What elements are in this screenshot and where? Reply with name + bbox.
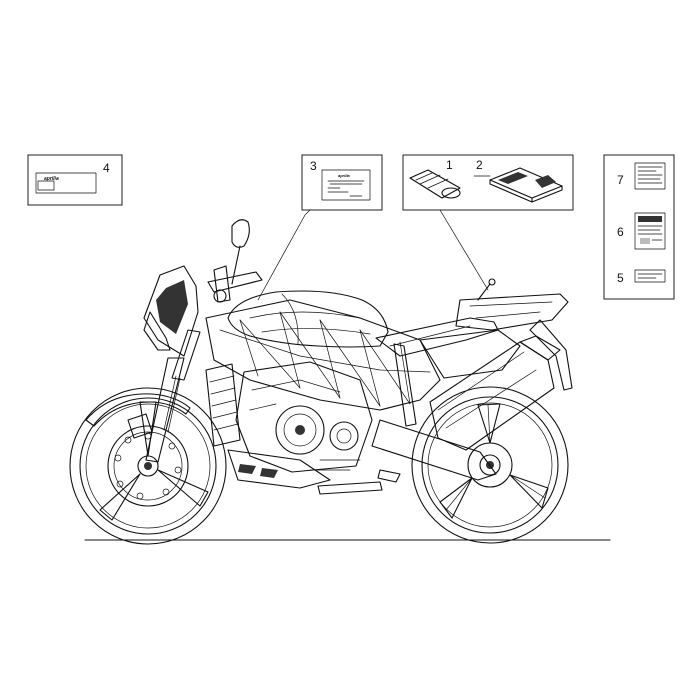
aprilia-sticker-inner <box>37 180 55 191</box>
aprilia-sticker <box>35 172 97 194</box>
front-fork <box>145 329 201 463</box>
leader-line-1-2 <box>439 209 489 291</box>
swingarm <box>371 419 497 481</box>
exhaust-silencer <box>429 335 561 451</box>
tool-kit-roll <box>409 169 461 199</box>
handlebar <box>207 265 263 303</box>
callout-box-7-6-5: 7 6 5 <box>603 154 675 300</box>
callout-number-2: 2 <box>476 158 483 172</box>
front-fender <box>85 393 191 427</box>
warning-label-7 <box>634 162 666 190</box>
rear-indicator <box>477 278 496 301</box>
mirror <box>231 219 250 285</box>
callout-box-3: aprilia 3 <box>257 154 383 301</box>
info-card-brand: aprilia <box>338 173 351 178</box>
warning-label-6 <box>634 212 666 250</box>
rear-wheel <box>411 386 569 544</box>
side-panel <box>419 329 521 379</box>
warning-label-5 <box>634 269 666 283</box>
leader-line-3 <box>257 209 311 301</box>
callout-number-1: 1 <box>446 158 453 172</box>
fuel-tank <box>227 290 389 348</box>
radiator <box>205 363 241 447</box>
motorcycle-illustration <box>69 219 573 545</box>
footrest <box>317 469 401 495</box>
callout-number-3: 3 <box>310 159 317 173</box>
callout-number-7: 7 <box>617 173 624 187</box>
info-card-sticker <box>321 169 371 201</box>
tail-section <box>455 293 573 391</box>
front-wheel <box>69 387 227 545</box>
callout-box-4: aprilia 4 <box>27 154 123 206</box>
engine <box>235 361 373 473</box>
callout-number-6: 6 <box>617 225 624 239</box>
callout-box-1-2: 1 2 <box>402 154 574 291</box>
callout-number-4: 4 <box>103 161 110 175</box>
callout-number-5: 5 <box>617 271 624 285</box>
headlight-cowl <box>143 265 199 357</box>
belly-pan <box>227 449 331 489</box>
aprilia-sticker-text: aprilia <box>44 176 59 182</box>
trellis-frame <box>205 299 441 411</box>
manual-booklet <box>489 167 563 203</box>
seat <box>375 317 499 357</box>
rear-shock <box>393 343 417 427</box>
